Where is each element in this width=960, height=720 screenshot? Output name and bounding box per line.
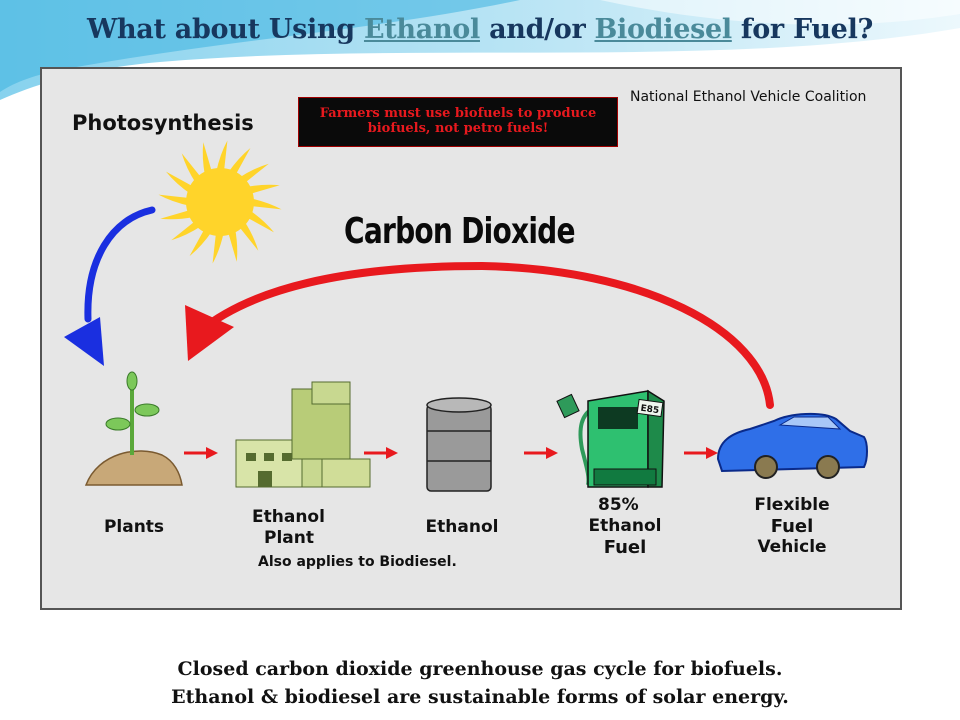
flexible-fuel-vehicle-label: Flexible Fuel Vehicle bbox=[754, 495, 830, 557]
title-biodiesel-link[interactable]: Biodiesel bbox=[594, 14, 732, 45]
ethanol-plant-icon bbox=[235, 381, 371, 488]
plants-label: Plants bbox=[103, 517, 165, 537]
sun-ray bbox=[249, 198, 282, 210]
farmers-note-box: Farmers must use biofuels to produce bio… bbox=[298, 97, 618, 147]
plant-seedling-icon bbox=[84, 371, 183, 486]
farmers-note-line2: biofuels, not petro fuels! bbox=[367, 121, 549, 136]
sun-ray bbox=[158, 194, 191, 206]
photosynthesis-arrow bbox=[64, 206, 156, 366]
sun-ray bbox=[216, 140, 228, 173]
sun-ray bbox=[189, 227, 213, 257]
sun-ray bbox=[227, 227, 238, 262]
ethanol-label: Ethanol bbox=[425, 517, 499, 537]
sun-ray bbox=[238, 163, 269, 184]
title-ethanol-link[interactable]: Ethanol bbox=[363, 14, 480, 45]
sun-ray bbox=[227, 147, 251, 177]
photosynthesis-label: Photosynthesis bbox=[72, 111, 254, 135]
sun-ray bbox=[202, 142, 213, 177]
sun-ray bbox=[245, 184, 280, 195]
sun-ray bbox=[160, 209, 195, 220]
sun-ray bbox=[212, 231, 224, 264]
flow-arrow-head bbox=[206, 447, 218, 459]
sun-ray bbox=[238, 220, 259, 251]
carbon-dioxide-arrow bbox=[185, 261, 774, 409]
slide-title: What about Using Ethanol and/or Biodiese… bbox=[86, 14, 874, 45]
fuel-pump-icon: E85 bbox=[556, 389, 665, 488]
pump-sign: E85 bbox=[640, 404, 660, 417]
ethanol-barrel-icon bbox=[426, 397, 492, 492]
caption-line2: Ethanol & biodiesel are sustainable form… bbox=[171, 686, 789, 708]
also-applies-note: Also applies to Biodiesel. bbox=[258, 554, 457, 570]
e85-fuel-label: 85% Ethanol Fuel bbox=[588, 495, 662, 558]
sun-ray bbox=[181, 153, 202, 184]
diagram-graphics: E85 bbox=[64, 140, 868, 492]
sun-icon bbox=[158, 140, 282, 264]
flow-arrow-head bbox=[706, 447, 718, 459]
flow-arrows bbox=[184, 447, 718, 459]
credit-label: National Ethanol Vehicle Coalition bbox=[630, 89, 867, 105]
caption-line1: Closed carbon dioxide greenhouse gas cyc… bbox=[177, 658, 783, 680]
farmers-note-line1: Farmers must use biofuels to produce bbox=[319, 106, 597, 121]
biofuel-cycle-diagram: E85 National Ethanol Vehicle Coalition P… bbox=[40, 67, 902, 610]
sun-ray bbox=[165, 171, 195, 195]
ethanol-plant-label: Ethanol Plant bbox=[252, 507, 325, 548]
sun-ray bbox=[245, 209, 275, 233]
flex-fuel-car-icon bbox=[716, 412, 868, 479]
flow-arrow-head bbox=[386, 447, 398, 459]
carbon-dioxide-label: Carbon Dioxide bbox=[344, 211, 576, 252]
sun-ray bbox=[171, 220, 202, 241]
flow-arrow-head bbox=[546, 447, 558, 459]
